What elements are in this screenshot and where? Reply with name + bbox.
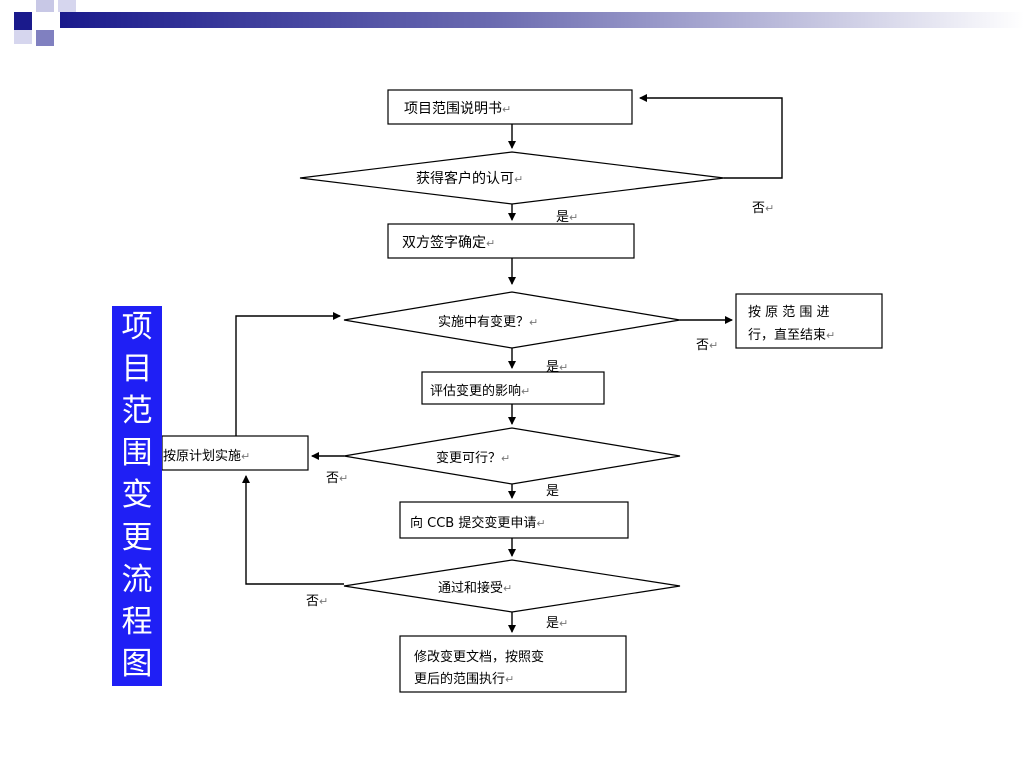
text-scope-statement: 项目范围说明书↵ <box>404 101 512 117</box>
label-no-change: 否↵ <box>696 338 719 353</box>
title-char: 项 <box>121 308 153 345</box>
label-no-feasible: 否↵ <box>326 471 349 486</box>
arrow-plan-to-change <box>235 312 341 436</box>
title-char: 图 <box>121 646 153 683</box>
text-both-sign: 双方签字确定↵ <box>402 235 496 251</box>
node-modify-docs <box>399 635 627 693</box>
node-scope-statement <box>387 89 633 125</box>
text-pass-accept: 通过和接受↵ <box>438 581 513 596</box>
text-customer-approval: 获得客户的认可↵ <box>416 171 524 187</box>
node-submit-ccb <box>399 501 629 539</box>
text-modify-docs-2: 更后的范围执行↵ <box>414 672 515 687</box>
label-no-approval: 否↵ <box>752 201 775 216</box>
title-char: 围 <box>121 435 153 472</box>
title-char: 变 <box>121 477 153 514</box>
text-change-in-execution: 实施中有变更？↵ <box>438 315 539 330</box>
node-continue-original <box>735 293 883 349</box>
node-follow-original-plan <box>161 435 309 471</box>
vertical-title: 项 目 范 围 变 更 流 程 图 <box>112 306 162 686</box>
title-char: 更 <box>121 519 153 556</box>
title-char: 范 <box>121 393 153 430</box>
title-char: 程 <box>121 604 153 641</box>
node-change-feasible <box>343 427 681 485</box>
title-char: 目 <box>121 350 153 387</box>
header-square-light <box>36 0 54 12</box>
header-square-dark <box>14 12 32 30</box>
label-yes-feasible: 是 <box>546 484 560 499</box>
header-gradient-bar <box>60 12 1024 28</box>
text-assess-impact: 评估变更的影响↵ <box>430 384 531 399</box>
label-yes-change: 是↵ <box>546 360 569 375</box>
arrow-approval-no-loop <box>639 94 783 179</box>
text-follow-original-plan: 按原计划实施↵ <box>163 449 251 464</box>
label-yes-approval: 是↵ <box>556 210 579 225</box>
arrow-pass-no <box>242 475 344 585</box>
label-yes-pass: 是↵ <box>546 616 569 631</box>
text-change-feasible: 变更可行？↵ <box>436 451 511 466</box>
label-no-pass: 否↵ <box>306 594 329 609</box>
text-continue-original-1: 按 原 范 围 进 <box>748 305 830 320</box>
node-assess-impact <box>421 371 605 405</box>
header-decoration <box>14 0 1024 46</box>
text-continue-original-2: 行，直至结束↵ <box>748 328 836 343</box>
header-square-pale <box>14 30 32 44</box>
title-char: 流 <box>121 561 153 598</box>
header-square-mid <box>36 30 54 46</box>
header-square-top <box>58 0 76 12</box>
header-band <box>0 0 1024 50</box>
text-submit-ccb: 向 CCB 提交变更申请↵ <box>410 516 546 531</box>
text-modify-docs-1: 修改变更文档，按照变 <box>414 650 545 665</box>
node-both-sign <box>387 223 635 259</box>
node-pass-accept <box>343 559 681 613</box>
